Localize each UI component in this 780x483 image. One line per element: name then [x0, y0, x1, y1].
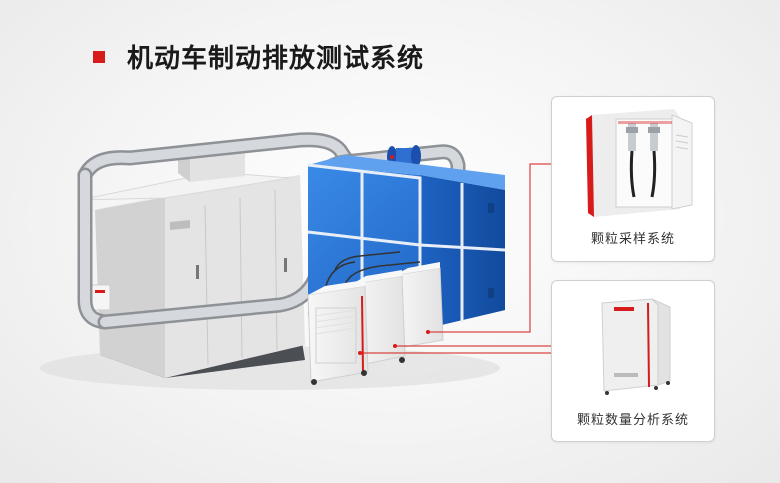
sampling-cabinet-illustration	[586, 109, 693, 217]
particle-sampling-label: 颗粒采样系统	[590, 232, 675, 247]
analyzer-cabinets	[307, 262, 444, 385]
test-chamber	[79, 171, 305, 378]
page-header: 机动车制动排放测试系统	[93, 38, 424, 75]
title-bullet-icon	[93, 50, 105, 63]
particle-sampling-system-card[interactable]: 颗粒采样系统	[551, 96, 715, 262]
particle-number-analysis-card[interactable]: 颗粒数量分析系统	[551, 280, 715, 442]
analyzer-cabinet-illustration	[601, 298, 671, 395]
particle-number-analysis-label: 颗粒数量分析系统	[576, 413, 689, 428]
callout-connectors	[360, 163, 551, 354]
page-title: 机动车制动排放测试系统	[127, 44, 425, 74]
pipe-flanges	[387, 145, 421, 168]
